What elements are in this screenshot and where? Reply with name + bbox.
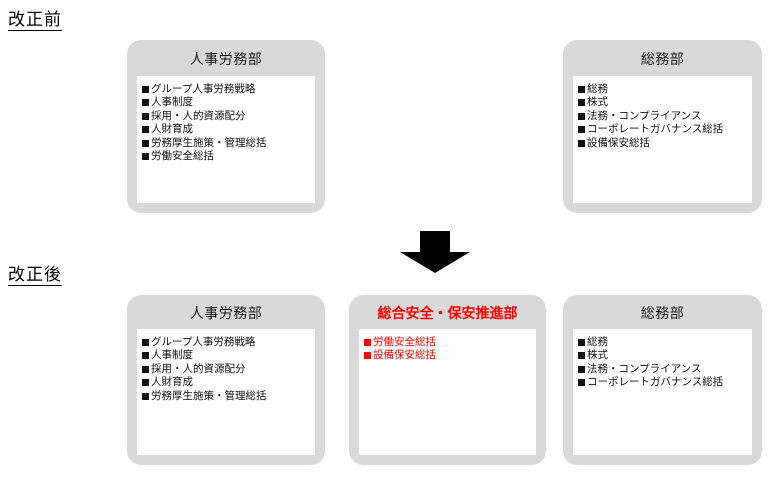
dept-item-label: 人財育成: [151, 124, 193, 136]
dept-title: 総務部: [640, 53, 685, 68]
dept-item: グループ人事労務戦略: [142, 336, 315, 349]
dept-item-list: 総務 株式 法務・コンプライアンス コーポレートガバナンス総括: [578, 336, 752, 390]
dept-card-integrated-safety[interactable]: 総合安全・保安推進部 労働安全総括 設備保安総括: [349, 295, 546, 465]
section-label-after: 改正後: [8, 265, 62, 286]
dept-item-label: コーポレートガバナンス総括: [587, 124, 724, 136]
dept-item: 人事制度: [142, 96, 315, 109]
dept-item-label: 法務・コンプライアンス: [587, 110, 702, 122]
dept-item-label: 労務厚生施策・管理総括: [151, 137, 267, 149]
dept-item-label: 法務・コンプライアンス: [587, 363, 702, 375]
dept-item: 法務・コンプライアンス: [578, 363, 752, 376]
dept-item-list: 労働安全総括 設備保安総括: [364, 336, 536, 363]
dept-item-label: 総務: [587, 337, 608, 348]
square-bullet-icon: [142, 339, 149, 346]
dept-item: コーポレートガバナンス総括: [578, 123, 752, 136]
dept-item-label: 設備保安総括: [373, 350, 436, 362]
dept-title: 総務部: [640, 307, 685, 322]
square-bullet-icon: [578, 352, 585, 360]
dept-item: 労務厚生施策・管理総括: [142, 390, 315, 403]
dept-item: 総務: [578, 336, 752, 349]
down-arrow-icon: [399, 231, 471, 274]
dept-body: グループ人事労務戦略 人事制度 採用・人的資源配分 人財育成 労務厚生施策・管理…: [137, 329, 315, 455]
dept-item: グループ人事労務戦略: [142, 83, 315, 96]
dept-item: 労働安全総括: [364, 336, 536, 349]
dept-body: 総務 株式 法務・コンプライアンス コーポレートガバナンス総括: [573, 329, 752, 455]
square-bullet-icon: [142, 112, 149, 120]
dept-item-label: 株式: [587, 97, 608, 109]
dept-item-label: 採用・人的資源配分: [151, 110, 246, 122]
dept-item-label: 人事制度: [151, 350, 193, 362]
square-bullet-icon: [578, 126, 585, 134]
dept-item: 採用・人的資源配分: [142, 110, 315, 123]
dept-item: 設備保安総括: [364, 349, 536, 362]
dept-item-label: 総務: [587, 84, 608, 95]
square-bullet-icon: [578, 365, 585, 373]
square-bullet-icon: [578, 112, 585, 120]
square-bullet-icon: [142, 139, 149, 147]
square-bullet-icon: [142, 365, 149, 373]
dept-item: 人財育成: [142, 123, 315, 136]
dept-item-label: グループ人事労務戦略: [151, 337, 256, 348]
dept-body: 総務 株式 法務・コンプライアンス コーポレートガバナンス総括 設備保安総括: [573, 76, 752, 203]
dept-item-list: グループ人事労務戦略 人事制度 採用・人的資源配分 人財育成 労務厚生施策・管理…: [142, 83, 315, 163]
dept-item-label: 株式: [587, 350, 608, 362]
dept-item-list: グループ人事労務戦略 人事制度 採用・人的資源配分 人財育成 労務厚生施策・管理…: [142, 336, 315, 403]
dept-item-label: 設備保安総括: [587, 137, 650, 149]
dept-card-hr-labor-after[interactable]: 人事労務部 グループ人事労務戦略 人事制度 採用・人的資源配分 人財育成 労務厚…: [127, 295, 325, 465]
dept-item: 総務: [578, 83, 752, 96]
dept-title: 総合安全・保安推進部: [377, 307, 518, 322]
square-bullet-icon: [364, 352, 371, 360]
square-bullet-icon: [142, 352, 149, 360]
dept-item: 人事制度: [142, 349, 315, 362]
dept-item-label: 人財育成: [151, 377, 193, 389]
dept-card-general-affairs-after[interactable]: 総務部 総務 株式 法務・コンプライアンス コーポレートガバナンス総括: [563, 295, 762, 465]
dept-item-label: 労務厚生施策・管理総括: [151, 390, 267, 402]
dept-item-label: コーポレートガバナンス総括: [587, 377, 724, 389]
dept-item: コーポレートガバナンス総括: [578, 376, 752, 389]
square-bullet-icon: [142, 379, 149, 387]
square-bullet-icon: [578, 379, 585, 387]
dept-card-general-affairs-before[interactable]: 総務部 総務 株式 法務・コンプライアンス コーポレートガバナンス総括 設備保安…: [563, 40, 762, 213]
square-bullet-icon: [142, 86, 149, 93]
square-bullet-icon: [578, 139, 585, 147]
dept-item: 設備保安総括: [578, 137, 752, 150]
dept-item-label: 採用・人的資源配分: [151, 363, 246, 375]
square-bullet-icon: [142, 126, 149, 134]
dept-body: グループ人事労務戦略 人事制度 採用・人的資源配分 人財育成 労務厚生施策・管理…: [137, 76, 315, 203]
dept-body: 労働安全総括 設備保安総括: [359, 329, 536, 455]
dept-item: 採用・人的資源配分: [142, 363, 315, 376]
dept-title: 人事労務部: [189, 53, 263, 68]
dept-card-hr-labor-before[interactable]: 人事労務部 グループ人事労務戦略 人事制度 採用・人的資源配分 人財育成 労務厚…: [127, 40, 325, 213]
dept-item-label: 労働安全総括: [151, 151, 214, 163]
dept-item: 法務・コンプライアンス: [578, 110, 752, 123]
dept-item: 株式: [578, 349, 752, 362]
dept-item-label: 人事制度: [151, 97, 193, 109]
section-label-before: 改正前: [8, 10, 62, 31]
square-bullet-icon: [578, 99, 585, 107]
dept-item-label: グループ人事労務戦略: [151, 84, 256, 95]
dept-item: 労務厚生施策・管理総括: [142, 137, 315, 150]
square-bullet-icon: [364, 339, 371, 346]
dept-item-label: 労働安全総括: [373, 337, 436, 348]
dept-item: 株式: [578, 96, 752, 109]
square-bullet-icon: [142, 153, 149, 161]
dept-item: 労働安全総括: [142, 150, 315, 163]
square-bullet-icon: [578, 339, 585, 346]
square-bullet-icon: [142, 99, 149, 107]
dept-item: 人財育成: [142, 376, 315, 389]
square-bullet-icon: [142, 392, 149, 400]
dept-title: 人事労務部: [189, 307, 263, 322]
square-bullet-icon: [578, 86, 585, 93]
dept-item-list: 総務 株式 法務・コンプライアンス コーポレートガバナンス総括 設備保安総括: [578, 83, 752, 150]
